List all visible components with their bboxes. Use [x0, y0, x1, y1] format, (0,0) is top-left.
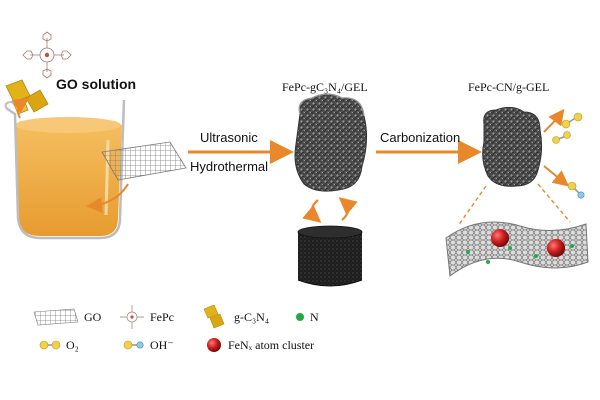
final-product-label: FePc-CN/g-GEL [468, 80, 550, 94]
fenx-cluster [547, 239, 565, 257]
legend-nitrogen-label: N [310, 310, 319, 324]
nitrogen-dot [570, 244, 574, 248]
legend-fepc-label: FePc [150, 310, 174, 324]
step1-bottom-label: Hydrothermal [190, 159, 269, 174]
go-sheet [101, 141, 187, 181]
step2-label: Carbonization [380, 130, 461, 145]
gel-block [294, 93, 368, 192]
hydroxide-molecule-product [567, 181, 585, 199]
beaker-glass [5, 99, 126, 240]
sheet-to-beaker-arrow [86, 183, 129, 214]
oh-out-arrow [543, 165, 570, 187]
legend-gc3n4-icon [203, 304, 225, 329]
zoom-line-left [457, 185, 487, 227]
go-solution-label: GO solution [56, 76, 137, 92]
fepc-molecule-top [22, 31, 72, 79]
cycle-arrows [302, 197, 358, 223]
legend-gc3n4-label: g-C₃N₄ [234, 310, 270, 324]
liquid-surface [15, 117, 121, 133]
doped-graphene-sheet [445, 221, 589, 277]
legend-fenx-icon [207, 338, 221, 352]
legend-nitrogen-icon [296, 313, 304, 321]
legend-hydroxide-label: OH⁻ [150, 338, 174, 352]
legend-symbols [33, 304, 304, 352]
flake-drop-arrow [11, 97, 30, 119]
legend-o2-label: O₂ [66, 338, 79, 352]
legend-hydroxide-icon [123, 340, 144, 350]
gel-product-label: FePc-gC₃N₄/GEL [282, 80, 368, 94]
o2-molecule-top [561, 112, 583, 129]
legend-o2-icon [39, 340, 61, 350]
legend-go-icon [33, 308, 79, 326]
gc3n4-flakes-top [5, 79, 49, 115]
legend-fepc-icon [120, 305, 144, 329]
zoom-line-right [537, 183, 571, 223]
legend-go-label: GO [84, 310, 102, 324]
nitrogen-dot [486, 260, 490, 264]
nitrogen-dot [534, 254, 538, 258]
legend-fenx-label: FeNₓ atom cluster [228, 338, 315, 352]
gel-cylinder [297, 225, 363, 287]
carbonized-block [482, 106, 543, 187]
o2-in-arrow [543, 108, 565, 133]
nitrogen-dot [508, 246, 512, 250]
fenx-cluster [491, 229, 509, 247]
step1-top-label: Ultrasonic [200, 130, 258, 145]
o2-molecule-mid [552, 131, 571, 144]
beaker [4, 99, 126, 240]
nitrogen-dot [466, 250, 470, 254]
